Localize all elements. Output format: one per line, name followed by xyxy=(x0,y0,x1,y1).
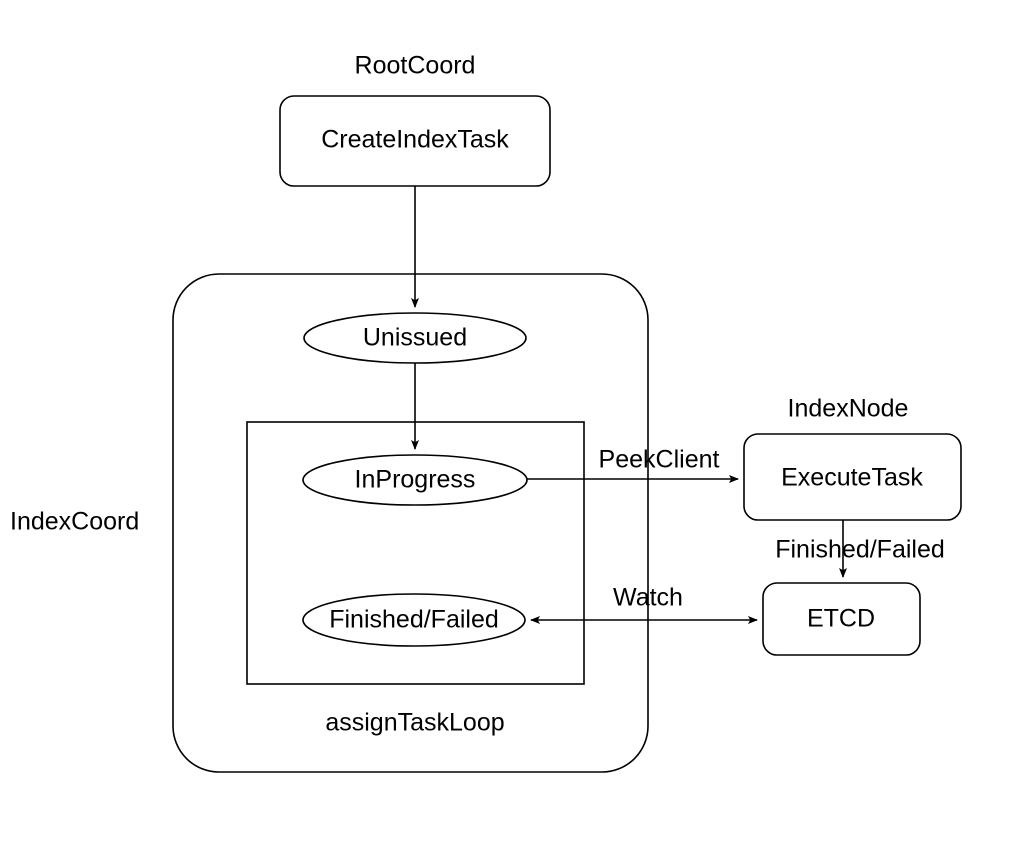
edge-label-peek-client: PeekClient xyxy=(599,446,720,474)
node-unissued-label: Unissued xyxy=(363,324,467,352)
node-in-progress-label: InProgress xyxy=(355,466,476,494)
group-label-index-coord: IndexCoord xyxy=(10,508,139,536)
node-in-progress-ellipse[interactable] xyxy=(302,454,528,506)
group-label-root-coord: RootCoord xyxy=(355,52,476,80)
edge-label-finished-failed: Finished/Failed xyxy=(775,536,945,564)
node-etcd-box[interactable] xyxy=(762,582,921,656)
node-execute-task-label: ExecuteTask xyxy=(781,464,923,492)
node-create-index-task-label: CreateIndexTask xyxy=(321,126,509,154)
group-label-assign-task-loop: assignTaskLoop xyxy=(325,709,504,737)
group-label-index-node: IndexNode xyxy=(788,395,909,423)
node-finished-failed-label: Finished/Failed xyxy=(329,606,499,634)
node-execute-task-box[interactable] xyxy=(743,433,962,521)
node-finished-failed-ellipse[interactable] xyxy=(302,593,526,647)
edge-label-watch: Watch xyxy=(613,584,683,612)
node-etcd-label: ETCD xyxy=(807,605,875,633)
